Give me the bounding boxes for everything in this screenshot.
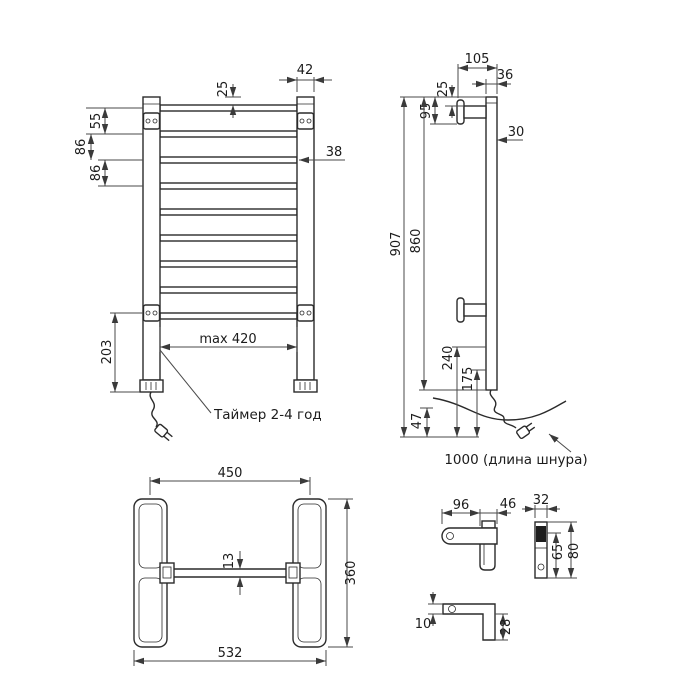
- svg-text:240: 240: [441, 346, 456, 371]
- dim-detail-step: 10: [415, 592, 443, 632]
- svg-text:96: 96: [453, 498, 470, 513]
- dim-detail-height: 80: [547, 521, 582, 579]
- base-curve: [432, 397, 567, 421]
- dim-front-post-width: 42: [279, 63, 332, 92]
- dim-front-top-offset: 25: [216, 81, 241, 118]
- side-wall-bracket-bottom: [456, 297, 487, 323]
- svg-text:25: 25: [216, 81, 231, 98]
- svg-text:46: 46: [500, 497, 517, 512]
- svg-text:max 420: max 420: [199, 332, 256, 347]
- dim-side-depth: 105: [457, 52, 498, 98]
- crossbar: [167, 568, 293, 578]
- svg-text:907: 907: [389, 232, 404, 257]
- side-view: 105 36 25 95 30: [389, 52, 588, 468]
- dim-plan-centers: 450: [149, 466, 311, 495]
- detail-views: 96 46 32 65: [415, 493, 582, 641]
- svg-text:860: 860: [409, 229, 424, 254]
- detail-element: [534, 521, 548, 579]
- svg-text:36: 36: [497, 68, 514, 83]
- svg-text:32: 32: [533, 493, 550, 508]
- rungs: [159, 104, 298, 320]
- dim-side-top: 25: [436, 81, 464, 118]
- svg-text:105: 105: [465, 52, 490, 67]
- svg-text:95: 95: [419, 103, 434, 120]
- dim-side-lower-bracket: 240: [441, 346, 486, 437]
- svg-text:360: 360: [344, 561, 359, 586]
- dim-detail-leg: 28: [495, 613, 514, 641]
- svg-text:10: 10: [415, 617, 432, 632]
- side-power-plug-icon: [516, 422, 536, 440]
- dim-side-bracket: 95: [419, 97, 457, 125]
- side-post: [485, 96, 498, 391]
- timer-label: Таймер 2-4 год: [213, 407, 322, 423]
- svg-text:30: 30: [508, 125, 525, 140]
- dim-side-total-height: 907: [389, 96, 486, 438]
- plan-right-foot: [292, 498, 327, 648]
- dim-detail-inner-height: 65: [547, 532, 566, 578]
- power-plug-icon: [154, 423, 173, 442]
- svg-text:28: 28: [499, 619, 514, 636]
- detail-hook: [442, 603, 496, 641]
- detail-bracket-profile: [441, 520, 498, 571]
- mounting-bracket-bottom-left: [142, 304, 161, 322]
- dim-plan-bar: 13: [222, 551, 244, 595]
- dim-side-cord-exit: 175: [461, 367, 486, 437]
- svg-text:25: 25: [436, 81, 451, 98]
- cord-length-label: 1000 (длина шнура): [444, 452, 587, 468]
- mounting-bracket-top-left: [142, 112, 161, 130]
- svg-text:532: 532: [218, 646, 243, 661]
- dim-plan-depth: 360: [328, 498, 359, 648]
- svg-text:55: 55: [89, 113, 104, 130]
- svg-text:175: 175: [461, 367, 476, 392]
- timer-callout: Таймер 2-4 год: [159, 349, 322, 423]
- svg-text:86: 86: [74, 139, 89, 156]
- right-foot: [293, 379, 318, 393]
- cord-length-callout: 1000 (длина шнура): [444, 433, 588, 468]
- svg-text:47: 47: [410, 413, 425, 430]
- dim-plan-width: 532: [133, 646, 327, 666]
- svg-text:86: 86: [89, 165, 104, 182]
- dim-front-tube: 38: [299, 145, 345, 164]
- dim-detail-width: 32: [522, 493, 560, 518]
- svg-text:42: 42: [297, 63, 314, 78]
- dim-detail-plate: 46: [480, 497, 516, 524]
- dim-side-tube-depth: 30: [497, 125, 525, 144]
- svg-text:65: 65: [551, 544, 566, 561]
- side-power-cord: [489, 389, 536, 440]
- front-view: 42 25 55 86 86 38: [74, 63, 345, 442]
- power-cord: [149, 391, 173, 442]
- svg-text:80: 80: [567, 543, 582, 560]
- plan-left-bracket: [159, 562, 175, 584]
- dim-side-post-width: 36: [472, 68, 513, 94]
- svg-text:38: 38: [326, 145, 343, 160]
- dim-side-base: 47: [410, 407, 433, 437]
- dim-detail-arm: 96: [441, 498, 481, 526]
- mounting-bracket-bottom-right: [296, 304, 315, 322]
- svg-text:450: 450: [218, 466, 243, 481]
- plan-view: 450 13 360 532: [133, 466, 359, 666]
- dim-front-bottom: 203: [100, 312, 143, 393]
- svg-text:203: 203: [100, 340, 115, 365]
- mounting-bracket-top-right: [296, 112, 315, 130]
- dim-front-rung-spacing: 55 86 86: [74, 107, 143, 187]
- svg-text:13: 13: [222, 553, 237, 570]
- dim-front-span: max 420: [159, 327, 298, 352]
- side-wall-bracket-top: [456, 99, 487, 125]
- left-foot: [139, 379, 164, 393]
- plan-right-bracket: [285, 562, 301, 584]
